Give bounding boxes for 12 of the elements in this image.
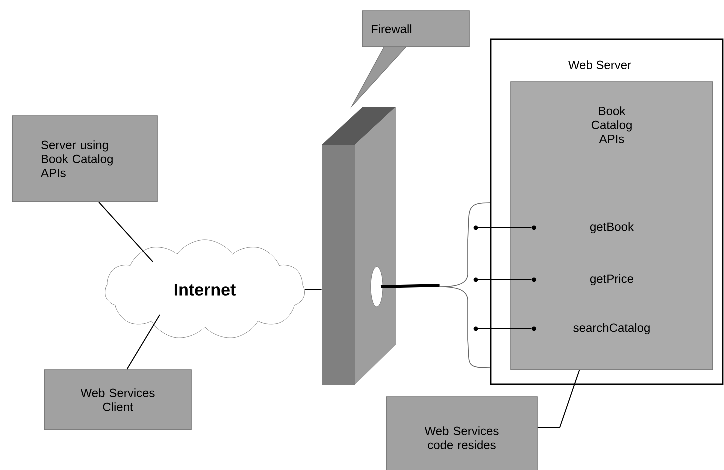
method-label: getPrice	[532, 274, 634, 286]
callout-pointer	[350, 47, 406, 109]
curly-bracket	[440, 202, 490, 368]
callout-box: Firewall	[362, 10, 470, 48]
connector	[380, 284, 440, 288]
firewall-drawing	[322, 107, 396, 385]
callout-box: Web Services code resides	[386, 396, 538, 470]
method-label: getBook	[532, 222, 634, 234]
cloud: Internet	[105, 240, 305, 338]
callout-box: Web Services Client	[44, 370, 192, 430]
method-label: searchCatalog	[532, 323, 650, 335]
callout-box: Server using Book Catalog APIs	[12, 116, 158, 202]
